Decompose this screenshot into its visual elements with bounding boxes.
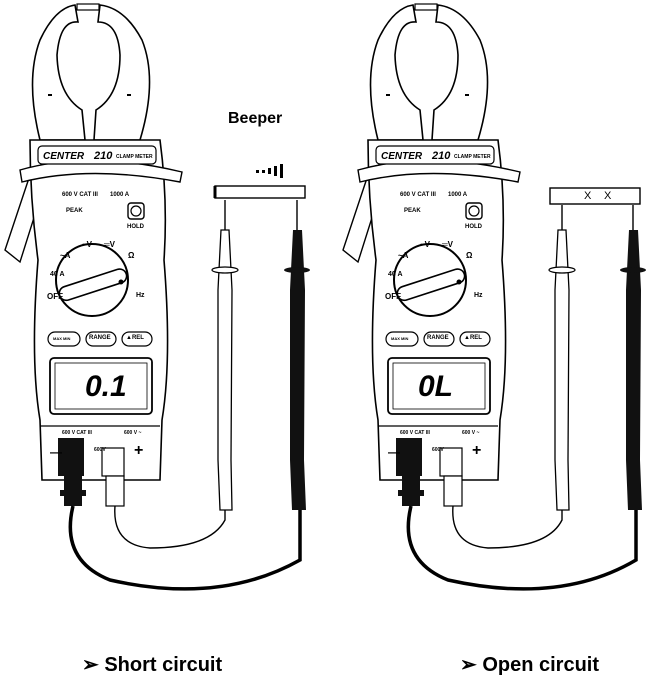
left-display-reading: 0.1 xyxy=(85,370,127,403)
model-label: 210 xyxy=(94,150,113,162)
right-meter xyxy=(342,3,521,481)
model-suffix: CLAMP METER xyxy=(116,154,153,160)
caption-short-circuit: ➢ Short circuit xyxy=(82,652,222,677)
model-suffix: CLAMP METER xyxy=(454,154,491,160)
caption-open-circuit-text: Open circuit xyxy=(482,654,600,676)
caption-open-circuit: ➢ Open circuit xyxy=(460,652,599,677)
rating-top: 600 V CAT III xyxy=(400,192,436,198)
plus-sign: + xyxy=(472,442,482,459)
beeper-label: Beeper xyxy=(228,110,283,127)
model-label: 210 xyxy=(432,150,451,162)
brand-label: CENTER xyxy=(43,151,85,162)
minus-sign: — xyxy=(50,445,62,459)
rating-top-current: 1000 A xyxy=(110,192,130,198)
dial-ac-voltage: ~V xyxy=(82,240,93,249)
rel-button: ▲REL xyxy=(464,335,482,341)
jack-rating-left: 600 V CAT III xyxy=(62,430,92,436)
right-display-reading: 0L xyxy=(418,370,454,403)
caption-arrow-icon: ➢ xyxy=(460,654,477,676)
dial-ac-current: ~A xyxy=(398,251,409,260)
rel-button: ▲REL xyxy=(126,335,144,341)
rating-top-current: 1000 A xyxy=(448,192,468,198)
dial-hz: Hz xyxy=(474,292,483,299)
dial-ohm: Ω xyxy=(128,251,135,260)
plus-sign: + xyxy=(134,442,144,459)
dial-ac-voltage: ~V xyxy=(420,240,431,249)
dial-dc-voltage: ═V xyxy=(442,240,454,249)
dial-ohm: Ω xyxy=(466,251,473,260)
left-meter xyxy=(4,3,183,481)
dial-40a: 40 A xyxy=(388,271,403,278)
beeper-sound-icon xyxy=(256,164,283,178)
dial-off: OFF xyxy=(385,292,401,301)
open-mark-1: X xyxy=(584,190,592,202)
caption-arrow-icon: ➢ xyxy=(82,654,99,676)
maxmin-button: MAX MIN xyxy=(391,336,409,341)
hold-label: HOLD xyxy=(127,224,144,230)
dial-off: OFF xyxy=(47,292,63,301)
left-test-leads xyxy=(60,185,310,591)
peak-label: PEAK xyxy=(66,208,83,214)
hold-label: HOLD xyxy=(465,224,482,230)
range-button: RANGE xyxy=(89,335,111,341)
jack-volts: 600V xyxy=(432,447,444,453)
range-button: RANGE xyxy=(427,335,449,341)
jack-rating-left: 600 V CAT III xyxy=(400,430,430,436)
right-test-leads xyxy=(398,187,646,591)
peak-label: PEAK xyxy=(404,208,421,214)
jack-rating-right: 600 V ~ xyxy=(462,430,480,436)
dial-dc-voltage: ═V xyxy=(104,240,116,249)
dial-40a: 40 A xyxy=(50,271,65,278)
maxmin-button: MAX MIN xyxy=(53,336,71,341)
open-mark-2: X xyxy=(604,190,612,202)
dial-hz: Hz xyxy=(136,292,145,299)
caption-short-circuit-text: Short circuit xyxy=(104,654,223,676)
brand-label: CENTER xyxy=(381,151,423,162)
jack-volts: 600V xyxy=(94,447,106,453)
jack-rating-right: 600 V ~ xyxy=(124,430,142,436)
dial-ac-current: ~A xyxy=(60,251,71,260)
rating-top: 600 V CAT III xyxy=(62,192,98,198)
minus-sign: — xyxy=(388,445,400,459)
